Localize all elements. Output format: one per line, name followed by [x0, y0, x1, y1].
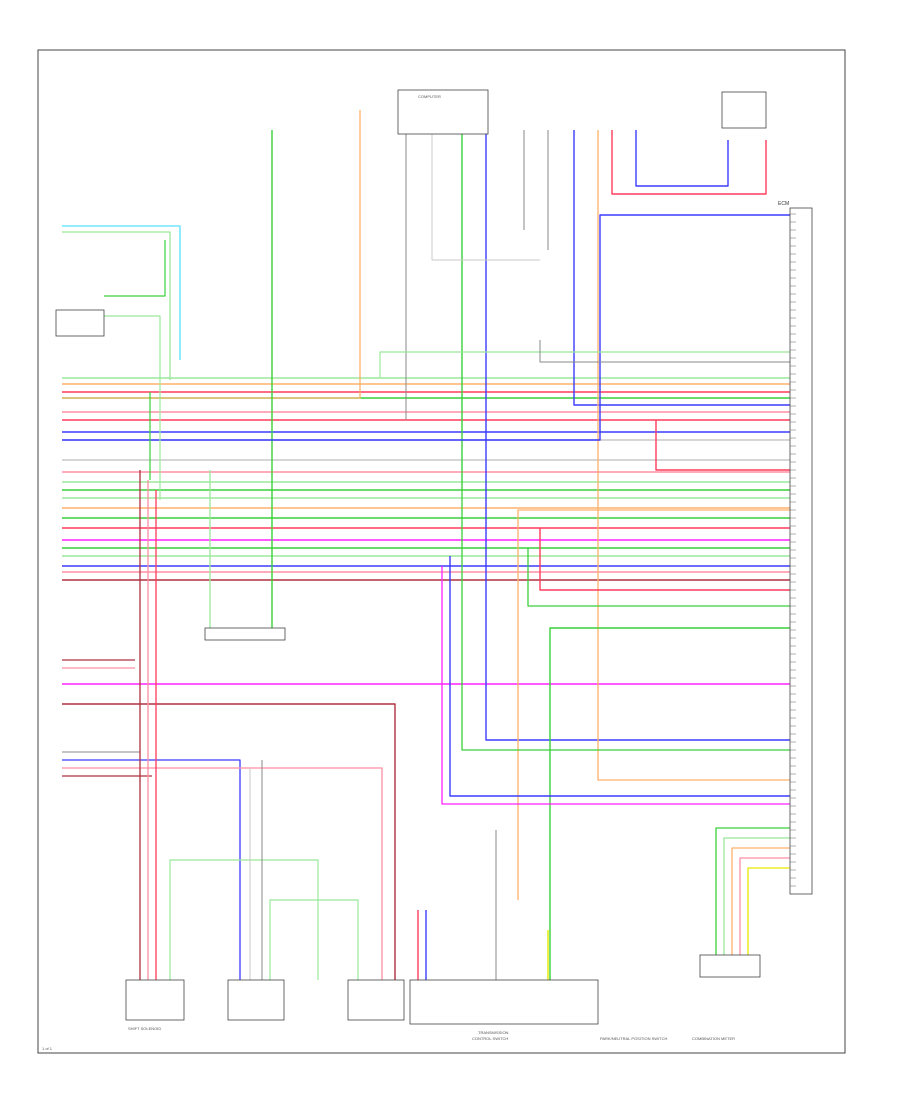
combination-meter-label: COMBINATION METER	[692, 1036, 735, 1041]
page-number: 1 of 1	[42, 1046, 53, 1051]
gray-wire	[539, 340, 790, 363]
shift-coil-2	[227, 979, 285, 1021]
pink-wire	[62, 767, 383, 980]
lightgreen-wire	[269, 899, 359, 980]
diagram-frame	[37, 49, 846, 1054]
magenta-wire	[441, 566, 790, 805]
transmission-sublabel: CONTROL SWITCH	[472, 1036, 508, 1041]
red-wire	[655, 420, 790, 471]
green-wire	[461, 490, 790, 751]
darkred-wire	[62, 703, 396, 980]
meter-wire	[731, 847, 790, 955]
lightgreen-wire	[104, 315, 161, 500]
shift-coil-3	[347, 979, 405, 1021]
green-wire	[527, 548, 790, 607]
gray-wire	[431, 130, 540, 261]
red-wire	[611, 130, 767, 195]
meter-wire	[715, 827, 790, 955]
blue-wire	[635, 130, 729, 187]
wires-group	[62, 110, 790, 980]
lightgreen-wire	[62, 231, 171, 380]
top-right-sensor	[721, 91, 767, 129]
relay-box	[397, 89, 489, 135]
lightgreen-wire	[169, 859, 319, 980]
lightgreen-wire	[379, 351, 790, 378]
blue-wire	[449, 556, 790, 797]
ecm-pins	[790, 213, 796, 887]
combination-meter-connector	[699, 954, 761, 978]
ecm-connector-strip	[789, 207, 813, 895]
left-relay-box	[55, 309, 105, 337]
shift-coil-1-label: SHIFT SOLENOID	[128, 1026, 161, 1031]
transmission-label: TRANSMISSION	[478, 1030, 509, 1035]
ecm-label: ECM	[778, 201, 789, 207]
neutral-switch-box	[204, 627, 286, 641]
blue-wire	[573, 130, 790, 406]
meter-wire	[723, 837, 790, 955]
orange-wire	[517, 509, 790, 900]
orange-wire	[62, 110, 361, 399]
cyan-wire	[62, 225, 181, 360]
blue-wire	[485, 130, 790, 741]
blue-wire	[62, 214, 790, 441]
red-wire	[539, 528, 790, 591]
park-neutral-label: PARK/NEUTRAL POSITION SWITCH	[600, 1036, 667, 1041]
green-wire	[104, 240, 166, 297]
meter-wire	[739, 857, 790, 955]
shift-coil-1	[125, 979, 185, 1021]
transmission-control-switch	[409, 979, 599, 1025]
relay-box-label: COMPUTER	[418, 94, 441, 99]
meter-wire	[747, 867, 790, 955]
blue-wire	[62, 759, 241, 980]
orange-wire	[597, 130, 790, 781]
green-wire	[549, 627, 790, 980]
